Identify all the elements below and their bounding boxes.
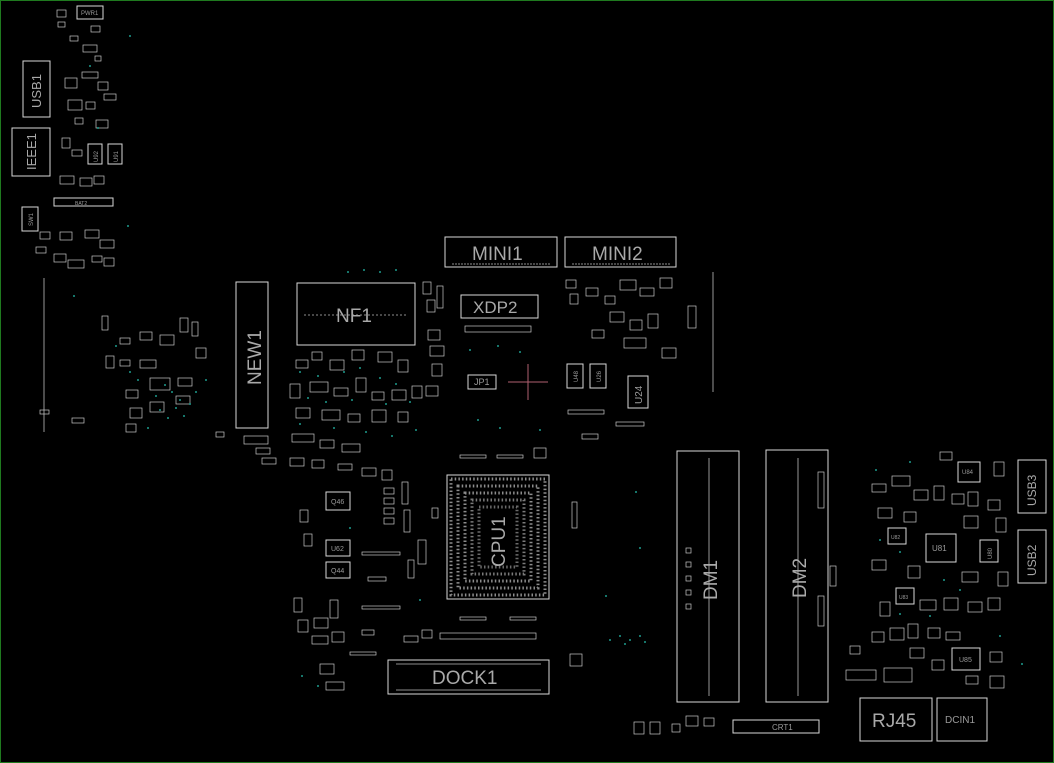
u62-chip[interactable]: U62 bbox=[325, 539, 351, 557]
lower-left-passives bbox=[293, 467, 439, 691]
sw1-label: SW1 bbox=[29, 212, 35, 226]
u85-label: U85 bbox=[959, 657, 972, 664]
u84-chip[interactable]: U84 bbox=[957, 461, 981, 483]
u85-chip[interactable]: U85 bbox=[951, 647, 981, 671]
dm2-slot[interactable]: DM2 bbox=[765, 449, 829, 703]
dock1-label: DOCK1 bbox=[432, 668, 497, 689]
ieee1-label: IEEE1 bbox=[24, 133, 39, 170]
dm1-label: DM1 bbox=[701, 560, 722, 600]
u26-label: U26 bbox=[597, 370, 603, 382]
u81-chip[interactable]: U81 bbox=[925, 533, 957, 563]
test-points bbox=[73, 35, 1023, 687]
u82-chip[interactable]: U82 bbox=[887, 527, 907, 545]
upper-mid-passives bbox=[422, 277, 697, 440]
usb1-label: USB1 bbox=[29, 74, 44, 108]
u84-label: U84 bbox=[962, 470, 974, 476]
left-pad bbox=[39, 409, 50, 415]
usb1-connector[interactable]: USB1 bbox=[22, 60, 51, 118]
sw1-switch[interactable]: SW1 bbox=[21, 206, 39, 232]
u48-chip[interactable]: U48 bbox=[566, 363, 584, 389]
usb3-label: USB3 bbox=[1025, 474, 1039, 506]
crt1-connector[interactable]: CRT1 bbox=[732, 719, 820, 734]
usb2-connector[interactable]: USB2 bbox=[1017, 529, 1047, 584]
u92-chip[interactable]: U92 bbox=[87, 143, 103, 165]
crt1-label: CRT1 bbox=[772, 723, 793, 732]
u83-label: U83 bbox=[899, 595, 908, 601]
u24-label: U24 bbox=[634, 385, 645, 404]
center-left-passives bbox=[243, 349, 423, 471]
new1-slot[interactable]: NEW1 bbox=[235, 281, 269, 429]
u92-label: U92 bbox=[94, 150, 100, 162]
q46-transistor[interactable]: Q46 bbox=[325, 491, 351, 511]
ieee1-connector[interactable]: IEEE1 bbox=[11, 127, 51, 177]
cpu1-socket[interactable]: CPU1 bbox=[446, 474, 550, 600]
u83-chip[interactable]: U83 bbox=[895, 587, 915, 605]
rj45-passive bbox=[845, 669, 877, 681]
bat2-label: BAT2 bbox=[75, 201, 87, 207]
nf1-slot[interactable]: NF1 bbox=[296, 282, 416, 346]
mini1-slot[interactable]: MINI1 bbox=[444, 236, 558, 268]
jp1-jumper[interactable]: JP1 bbox=[467, 374, 497, 390]
rj45-label: RJ45 bbox=[872, 711, 916, 732]
dm1-slot[interactable]: DM1 bbox=[676, 450, 740, 703]
right-passives bbox=[849, 451, 1009, 689]
mini2-slot[interactable]: MINI2 bbox=[564, 236, 677, 268]
rj45-jack[interactable]: RJ45 bbox=[859, 697, 933, 742]
dimm-passives bbox=[633, 471, 837, 735]
q44-label: Q44 bbox=[331, 568, 344, 575]
new1-label: NEW1 bbox=[245, 330, 266, 385]
pwr1-button[interactable]: PWR1 bbox=[76, 5, 104, 20]
jp1-label: JP1 bbox=[474, 377, 490, 387]
u26-chip[interactable]: U26 bbox=[589, 363, 607, 389]
xdp2-header[interactable]: XDP2 bbox=[460, 294, 539, 333]
dcin1-label: DCIN1 bbox=[945, 715, 975, 726]
dm2-label: DM2 bbox=[790, 558, 811, 598]
pwr1-label: PWR1 bbox=[81, 11, 99, 17]
xdp2-label: XDP2 bbox=[473, 298, 517, 317]
mini1-label: MINI1 bbox=[472, 244, 523, 265]
cpu-area-passives bbox=[403, 447, 583, 667]
usb3-connector[interactable]: USB3 bbox=[1017, 459, 1047, 514]
mid-left-passives bbox=[105, 317, 225, 438]
cpu1-label: CPU1 bbox=[489, 516, 510, 567]
u48-label: U48 bbox=[574, 370, 580, 382]
q46-label: Q46 bbox=[331, 499, 344, 506]
dock1-connector[interactable]: DOCK1 bbox=[387, 659, 550, 695]
u62-label: U62 bbox=[331, 546, 344, 553]
u80-chip[interactable]: U80 bbox=[979, 539, 999, 563]
origin-marker bbox=[508, 364, 548, 400]
rj45-passive-2 bbox=[883, 667, 913, 683]
mini2-label: MINI2 bbox=[592, 244, 643, 265]
left-passives bbox=[35, 9, 117, 424]
dcin1-jack[interactable]: DCIN1 bbox=[936, 697, 988, 742]
bat2-connector[interactable]: BAT2 bbox=[53, 197, 114, 207]
u80-label: U80 bbox=[988, 547, 994, 559]
q44-transistor[interactable]: Q44 bbox=[325, 561, 351, 579]
u91-chip[interactable]: U91 bbox=[107, 143, 123, 165]
usb2-label: USB2 bbox=[1025, 544, 1039, 576]
u82-label: U82 bbox=[891, 535, 900, 541]
u24-chip[interactable]: U24 bbox=[627, 375, 649, 409]
u81-label: U81 bbox=[932, 544, 947, 553]
nf1-label: NF1 bbox=[336, 306, 372, 327]
u91-label: U91 bbox=[114, 150, 120, 162]
